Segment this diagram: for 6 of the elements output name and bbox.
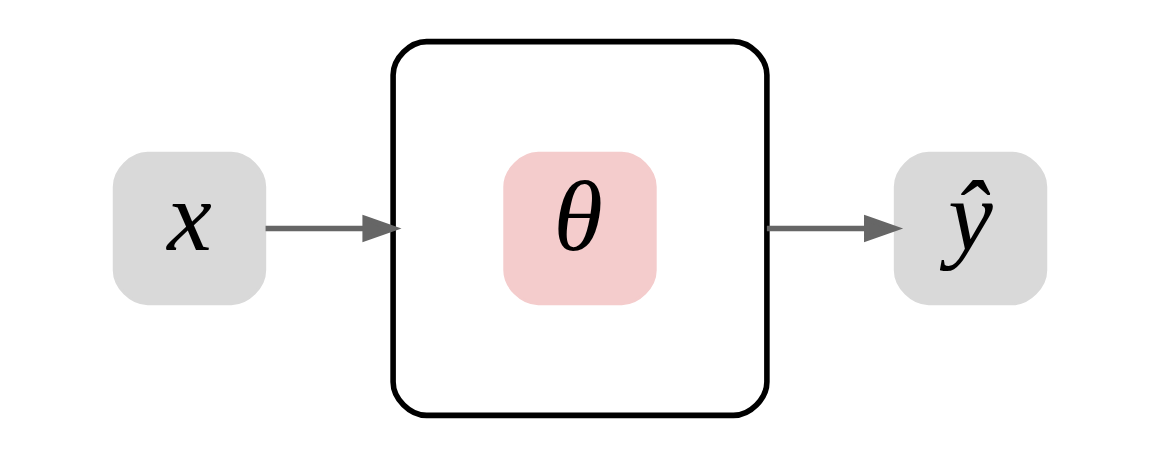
node-box: θ — [503, 151, 657, 306]
arrow — [766, 214, 904, 243]
node-box: ŷ — [893, 151, 1048, 306]
arrow — [265, 214, 402, 243]
node-box: x — [112, 151, 267, 306]
cluster — [390, 38, 770, 419]
